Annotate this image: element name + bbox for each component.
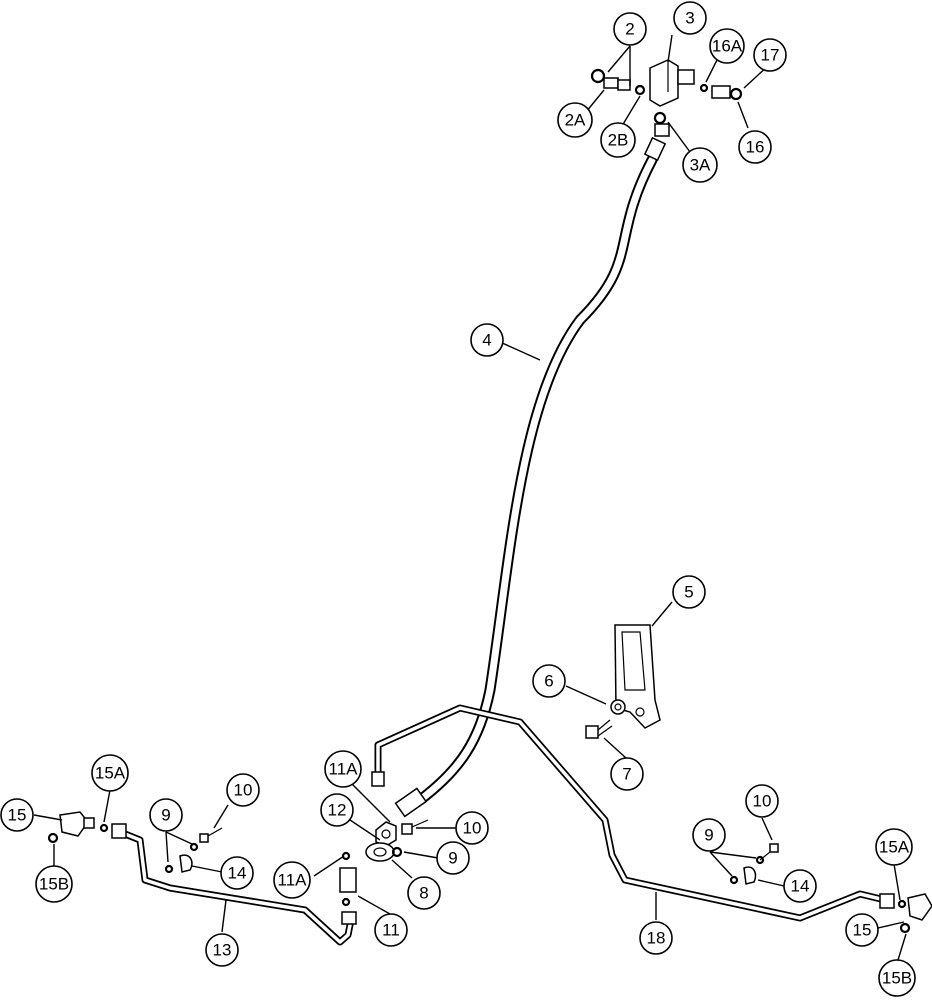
callout-9-right: 9	[692, 818, 726, 852]
fitting-hose-end	[371, 771, 428, 818]
clip-14-left	[164, 827, 223, 874]
tube-13	[116, 828, 354, 946]
svg-text:14: 14	[228, 864, 247, 883]
callout-10-mid: 10	[455, 811, 489, 845]
callout-5: 5	[672, 575, 706, 609]
callout-3: 3	[673, 1, 707, 35]
callout-14-left: 14	[220, 856, 254, 890]
tube-18	[374, 704, 889, 922]
svg-text:17: 17	[761, 46, 780, 65]
svg-text:15A: 15A	[95, 764, 126, 783]
svg-text:15: 15	[8, 806, 27, 825]
callout-4: 4	[470, 323, 504, 357]
callout-7: 7	[610, 757, 644, 791]
svg-text:14: 14	[791, 877, 810, 896]
svg-text:7: 7	[622, 765, 631, 784]
fitting-15-right-elbow	[879, 893, 932, 934]
svg-text:2B: 2B	[608, 131, 629, 150]
callout-2: 2	[613, 12, 647, 46]
svg-text:11A: 11A	[329, 760, 359, 779]
callout-14-right: 14	[783, 869, 817, 903]
svg-text:9: 9	[704, 826, 713, 845]
callout-8: 8	[407, 876, 441, 910]
callout-11: 11	[374, 913, 408, 947]
callout-17: 17	[753, 38, 787, 72]
svg-text:18: 18	[647, 929, 666, 948]
callout-15b-left: 15B	[35, 865, 73, 903]
svg-text:12: 12	[328, 801, 347, 820]
svg-text:16: 16	[746, 138, 765, 157]
callout-9-left: 9	[149, 798, 183, 832]
leader-lines	[33, 34, 907, 961]
callout-6: 6	[532, 664, 566, 698]
bolt-10-mid	[401, 819, 429, 835]
bolt-7	[585, 719, 613, 739]
fitting-2-elbow	[590, 68, 646, 96]
svg-text:10: 10	[753, 792, 772, 811]
nut-12	[375, 821, 397, 847]
fitting-3-tee	[649, 59, 695, 107]
callout-16a: 16A	[709, 28, 745, 64]
callout-9-mid: 9	[436, 841, 470, 875]
callout-11a-bottom: 11A	[273, 861, 311, 899]
callout-15b-right: 15B	[878, 959, 916, 997]
oring-3a	[643, 111, 670, 162]
svg-text:9: 9	[161, 806, 170, 825]
svg-text:16A: 16A	[712, 37, 743, 56]
svg-text:6: 6	[544, 672, 553, 691]
svg-text:4: 4	[482, 331, 491, 350]
callout-12: 12	[320, 793, 354, 827]
svg-text:15B: 15B	[882, 969, 912, 988]
callout-11a-top: 11A	[324, 750, 362, 788]
svg-text:15B: 15B	[39, 875, 69, 894]
hose-4	[414, 154, 658, 806]
callout-16: 16	[738, 130, 772, 164]
callout-2a: 2A	[557, 102, 593, 138]
callout-15a-left: 15A	[91, 754, 129, 792]
fitting-11	[339, 851, 357, 925]
callout-10-left: 10	[226, 773, 260, 807]
washer-6	[610, 699, 626, 715]
svg-text:11A: 11A	[278, 871, 308, 890]
svg-text:5: 5	[684, 583, 693, 602]
svg-text:10: 10	[234, 781, 253, 800]
svg-text:8: 8	[419, 884, 428, 903]
fitting-16-plug	[699, 83, 743, 101]
svg-text:13: 13	[213, 941, 232, 960]
callout-18: 18	[639, 921, 673, 955]
svg-text:9: 9	[448, 849, 457, 868]
fitting-15-left-elbow	[47, 811, 127, 844]
callout-10-right: 10	[745, 784, 779, 818]
callout-2b: 2B	[600, 122, 636, 158]
svg-text:3: 3	[685, 9, 694, 28]
clamp-8	[365, 842, 403, 862]
clip-14-right	[729, 843, 779, 885]
callout-15-right: 15	[845, 913, 879, 947]
callout-13: 13	[205, 933, 239, 967]
svg-text:10: 10	[463, 819, 482, 838]
svg-text:3A: 3A	[690, 156, 711, 175]
callout-15-left: 15	[0, 798, 34, 832]
callout-3a: 3A	[682, 147, 718, 183]
svg-text:15: 15	[853, 921, 872, 940]
svg-text:2: 2	[625, 20, 634, 39]
callout-15a-right: 15A	[875, 828, 913, 866]
svg-text:15A: 15A	[879, 838, 910, 857]
svg-text:2A: 2A	[565, 111, 586, 130]
svg-text:11: 11	[382, 921, 400, 940]
